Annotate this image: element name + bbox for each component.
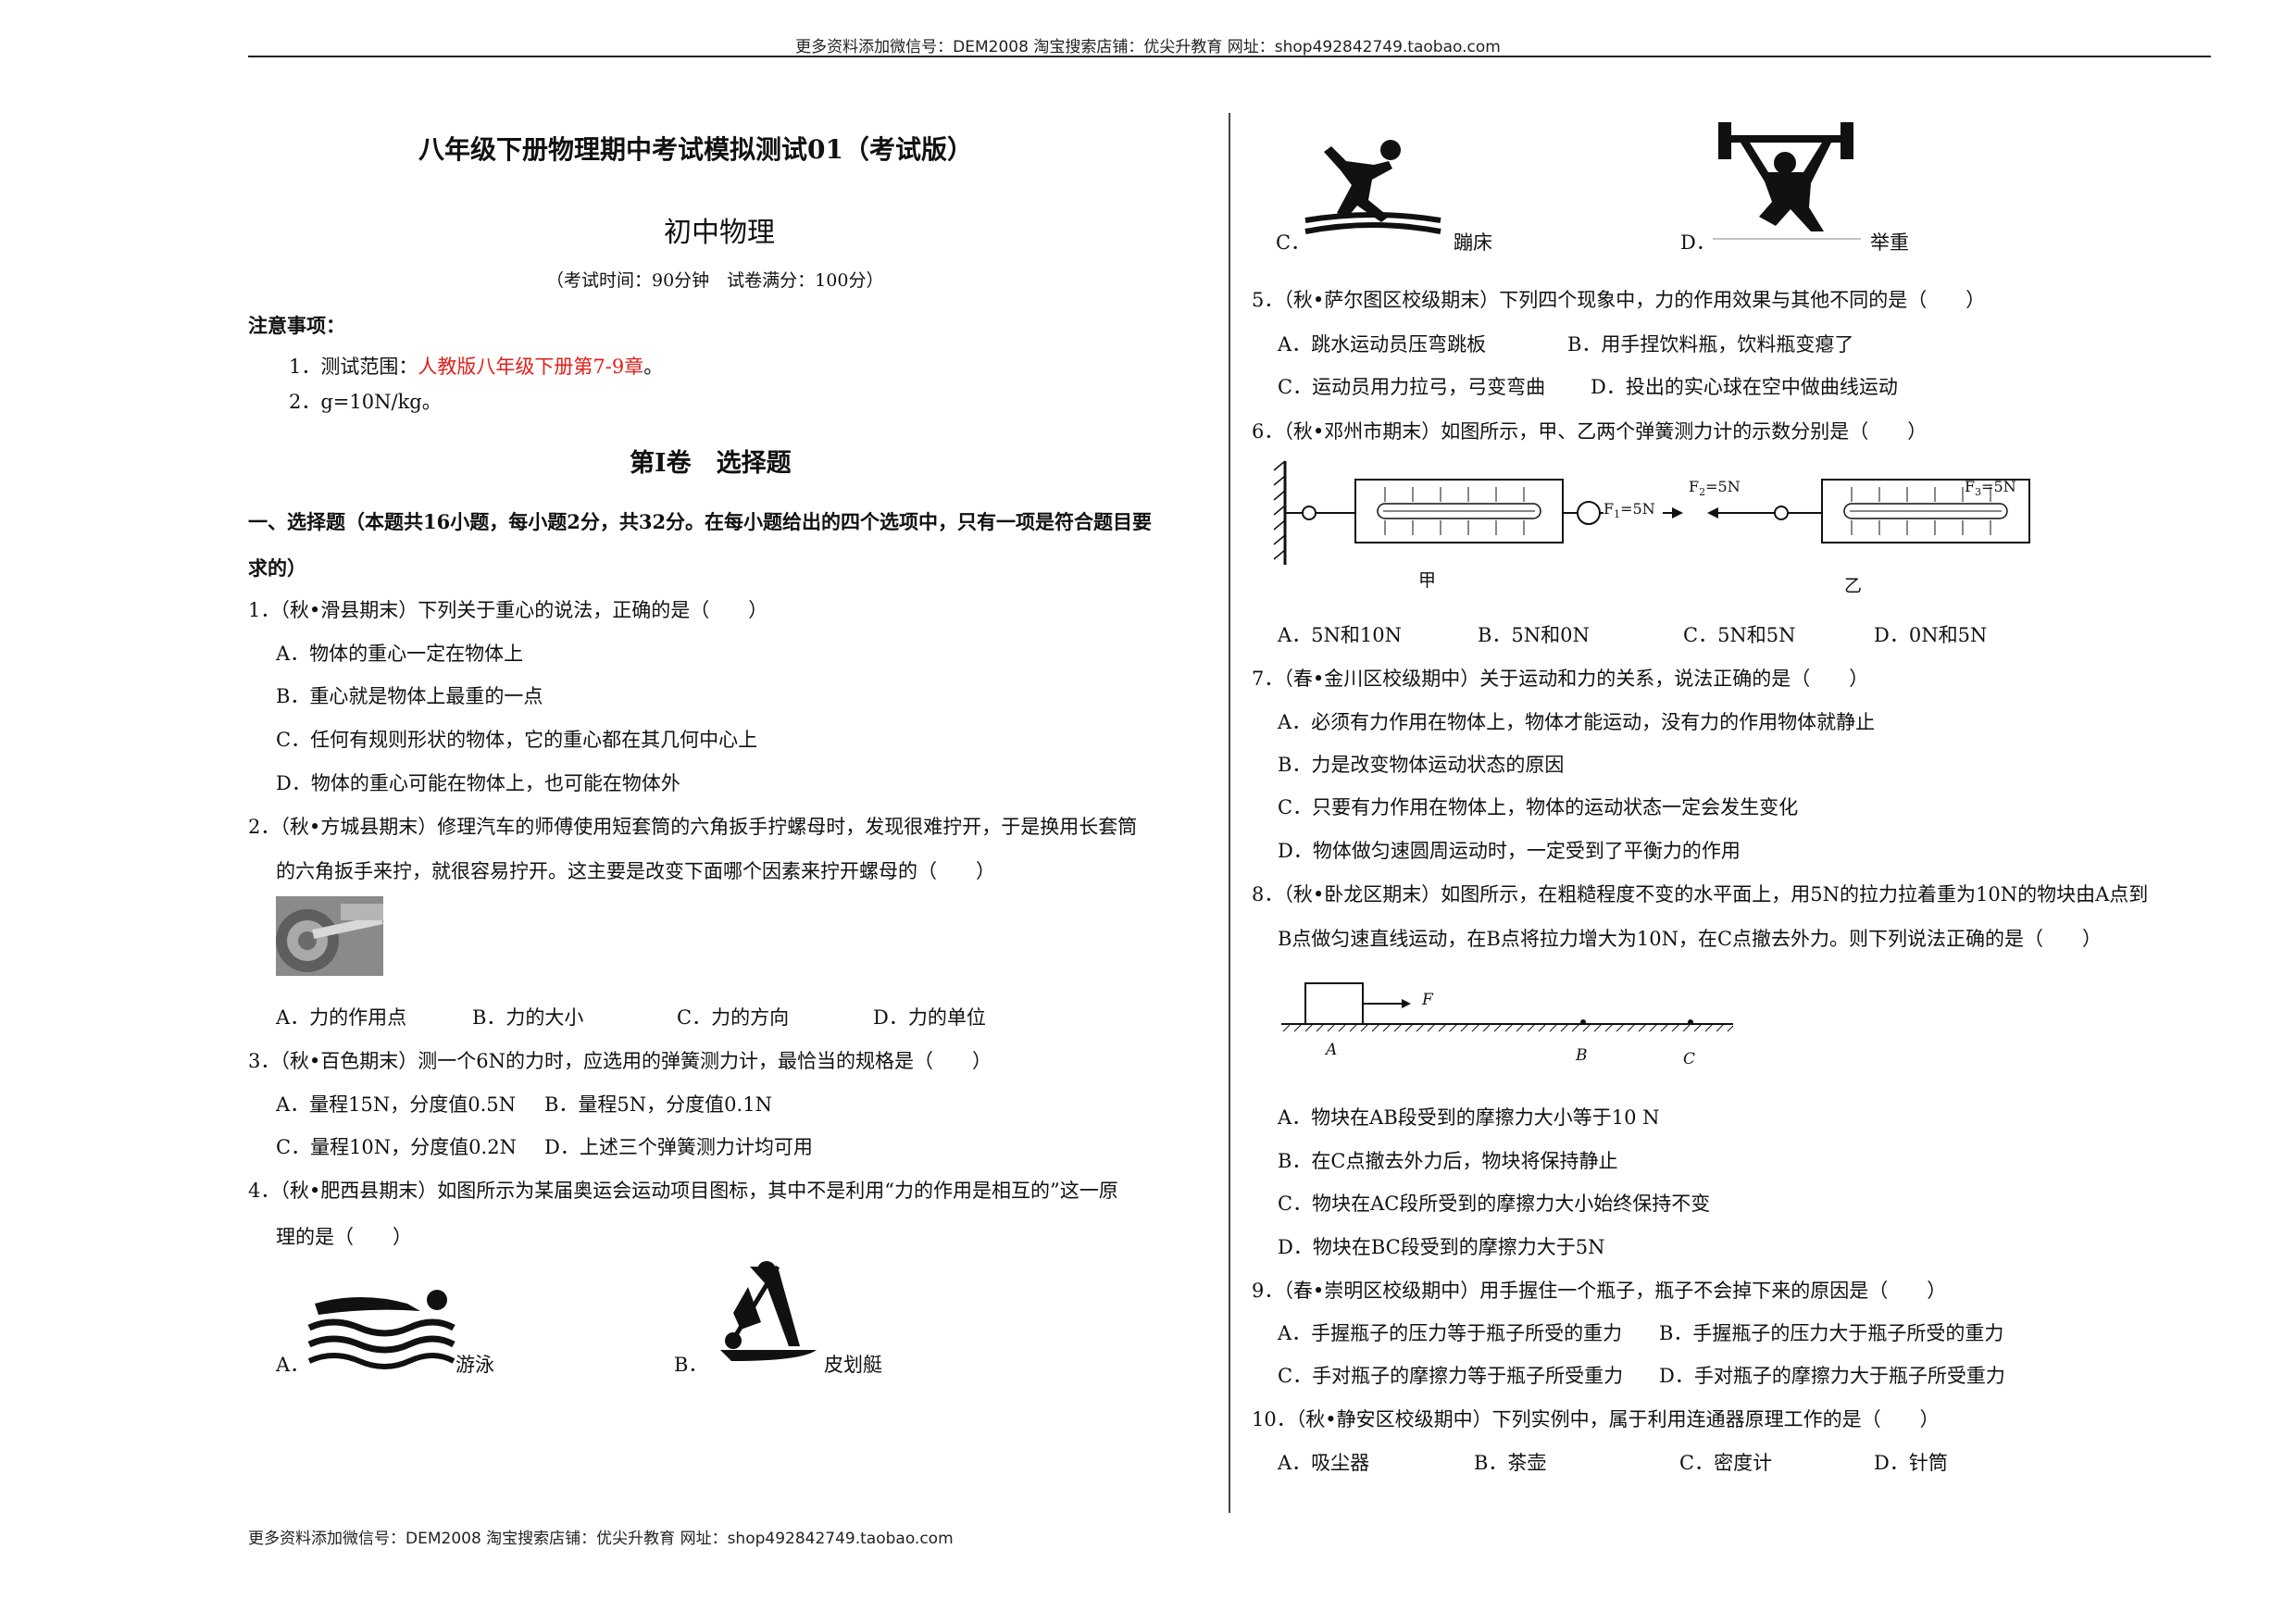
q10-option-c: C．密度计	[1679, 1452, 1773, 1474]
friction-diagram	[1281, 982, 1734, 1032]
q4-option-a-letter: A．	[276, 1354, 310, 1376]
q8-option-d: D．物块在BC段受到的摩擦力大于5N	[1278, 1236, 1605, 1258]
q4-stem-line1: 4．（秋•肥西县期末）如图所示为某届奥运会运动项目图标，其中不是利用“力的作用是…	[248, 1180, 1118, 1202]
doc-title: 八年级下册物理期中考试模拟测试01（考试版）	[418, 134, 973, 165]
doc-subtitle: 初中物理	[664, 217, 775, 249]
q5-option-d: D．投出的实心球在空中做曲线运动	[1591, 376, 1898, 398]
q3-option-d: D．上述三个弹簧测力计均可用	[544, 1136, 813, 1158]
q9-option-a: A．手握瓶子的压力等于瓶子所受的重力	[1278, 1322, 1623, 1344]
q6-figure-label-yi: 乙	[1844, 576, 1863, 596]
weightlifting-icon	[1713, 122, 1861, 240]
q5-stem: 5．（秋•萨尔图区校级期末）下列四个现象中，力的作用效果与其他不同的是（ ）	[1252, 289, 1986, 311]
note-1-scope: 人教版八年级下册第7-9章	[418, 356, 644, 378]
q8-option-b: B．在C点撤去外力后，物块将保持静止	[1278, 1150, 1618, 1172]
q4-option-a-label: 游泳	[455, 1354, 494, 1376]
page-footer: 更多资料添加微信号：DEM2008 淘宝搜索店铺：优尖升教育 网址：shop49…	[248, 1530, 954, 1548]
q3-option-c: C．量程10N，分度值0.2N	[276, 1136, 517, 1158]
q8-stem-line2: B点做匀速直线运动，在B点将拉力增大为10N，在C点撤去外力。则下列说法正确的是…	[1278, 928, 2103, 950]
q5-option-b: B．用手捏饮料瓶，饮料瓶变瘪了	[1567, 333, 1854, 356]
spring-scale-diagram	[1273, 460, 2030, 565]
q7-option-c: C．只要有力作用在物体上，物体的运动状态一定会发生变化	[1278, 796, 1799, 818]
q6-stem: 6．（秋•邓州市期末）如图所示，甲、乙两个弹簧测力计的示数分别是（ ）	[1252, 420, 1928, 443]
q6-option-d: D．0N和5N	[1874, 624, 1988, 646]
q6-f3-label: F3=5N	[1965, 478, 2016, 499]
q9-option-b: B．手握瓶子的压力大于瓶子所受的重力	[1659, 1322, 2004, 1344]
q7-option-d: D．物体做匀速圆周运动时，一定受到了平衡力的作用	[1278, 840, 1741, 862]
q10-option-d: D．针筒	[1874, 1452, 1948, 1474]
q6-option-c: C．5N和5N	[1683, 624, 1796, 646]
q4-option-d-label: 举重	[1870, 231, 1909, 254]
q10-option-a: A．吸尘器	[1278, 1452, 1370, 1474]
column-divider	[1229, 113, 1230, 1513]
header-rule	[248, 56, 2211, 57]
q1-option-b: B．重心就是物体上最重的一点	[276, 685, 543, 707]
q4-stem-line2: 理的是（ ）	[276, 1226, 412, 1248]
canoe-icon	[720, 1261, 817, 1361]
q8-figure-label-a: A	[1326, 1041, 1338, 1059]
q8-figure-label-c: C	[1683, 1050, 1696, 1068]
q8-option-c: C．物块在AC段所受到的摩擦力大小始终保持不变	[1278, 1193, 1711, 1215]
note-2: 2．g=10N/kg。	[289, 391, 442, 413]
q4-option-c-label: 蹦床	[1454, 231, 1492, 254]
page-header: 更多资料添加微信号：DEM2008 淘宝搜索店铺：优尖升教育 网址：shop49…	[795, 38, 1501, 56]
q6-figure-label-jia: 甲	[1418, 570, 1437, 591]
q4-option-d-letter: D．	[1680, 231, 1716, 254]
q2-option-c: C．力的方向	[677, 1006, 790, 1029]
q1-option-c: C．任何有规则形状的物体，它的重心都在其几何中心上	[276, 729, 758, 751]
q1-option-d: D．物体的重心可能在物体上，也可能在物体外	[276, 772, 680, 794]
q1-stem: 1．（秋•滑县期末）下列关于重心的说法，正确的是（ ）	[248, 599, 768, 621]
swimming-icon	[307, 1290, 455, 1369]
q8-figure-label-b: B	[1576, 1046, 1588, 1065]
note-1-suffix: 。	[643, 356, 664, 378]
note-1: 1．测试范围：人教版八年级下册第7-9章。	[289, 352, 663, 380]
q4-option-c-letter: C．	[1276, 231, 1311, 254]
q2-option-d: D．力的单位	[873, 1006, 986, 1029]
q4-option-b-label: 皮划艇	[824, 1354, 882, 1376]
q2-option-a: A．力的作用点	[276, 1006, 407, 1029]
q6-option-b: B．5N和0N	[1478, 624, 1590, 646]
q6-f1-label: F1=5N	[1603, 500, 1655, 521]
q6-f2-label: F2=5N	[1689, 478, 1741, 499]
q9-option-d: D．手对瓶子的摩擦力大于瓶子所受重力	[1659, 1365, 2005, 1387]
trampoline-icon	[1304, 140, 1441, 234]
q7-option-b: B．力是改变物体运动状态的原因	[1278, 754, 1565, 776]
q10-stem: 10．（秋•静安区校级期中）下列实例中，属于利用连通器原理工作的是（ ）	[1252, 1408, 1940, 1430]
q7-option-a: A．必须有力作用在物体上，物体才能运动，没有力的作用物体就静止	[1278, 711, 1876, 733]
wrench-photo	[276, 896, 383, 976]
q2-stem-line1: 2．（秋•方城县期末）修理汽车的师傅使用短套筒的六角扳手拧螺母时，发现很难拧开，…	[248, 816, 1138, 838]
q5-option-a: A．跳水运动员压弯跳板	[1278, 333, 1487, 356]
q9-option-c: C．手对瓶子的摩擦力等于瓶子所受重力	[1278, 1365, 1624, 1387]
q4-option-b-letter: B．	[674, 1354, 708, 1376]
section-instructions-line1: 一、选择题（本题共16小题，每小题2分，共32分。在每小题给出的四个选项中，只有…	[248, 510, 1153, 533]
q1-option-a: A．物体的重心一定在物体上	[276, 643, 524, 665]
section-title: 第Ⅰ卷 选择题	[630, 449, 792, 478]
notes-heading: 注意事项：	[248, 314, 345, 337]
q6-option-a: A．5N和10N	[1278, 624, 1402, 646]
q3-option-a: A．量程15N，分度值0.5N	[276, 1093, 517, 1116]
q10-option-b: B．茶壶	[1474, 1452, 1547, 1474]
q5-option-c: C．运动员用力拉弓，弓变弯曲	[1278, 376, 1546, 398]
q3-stem: 3．（秋•百色期末）测一个6N的力时，应选用的弹簧测力计，最恰当的规格是（ ）	[248, 1050, 992, 1072]
q8-figure-label-f: F	[1422, 991, 1433, 1009]
q2-option-b: B．力的大小	[472, 1006, 584, 1029]
q3-option-b: B．量程5N，分度值0.1N	[544, 1093, 772, 1116]
q7-stem: 7．（春•金川区校级期中）关于运动和力的关系，说法正确的是（ ）	[1252, 668, 1869, 690]
exam-info: （考试时间：90分钟 试卷满分：100分）	[546, 270, 884, 291]
q8-option-a: A．物块在AB段受到的摩擦力大小等于10 N	[1278, 1106, 1660, 1129]
q8-stem-line1: 8．（秋•卧龙区期末）如图所示，在粗糙程度不变的水平面上，用5N的拉力拉着重为1…	[1252, 883, 2149, 906]
q2-stem-line2: 的六角扳手来拧，就很容易拧开。这主要是改变下面哪个因素来拧开螺母的（ ）	[276, 860, 995, 882]
q9-stem: 9．（春•崇明区校级期中）用手握住一个瓶子，瓶子不会掉下来的原因是（ ）	[1252, 1280, 1947, 1302]
section-instructions-line2: 求的）	[248, 556, 306, 580]
note-1-prefix: 1．测试范围：	[289, 356, 418, 378]
